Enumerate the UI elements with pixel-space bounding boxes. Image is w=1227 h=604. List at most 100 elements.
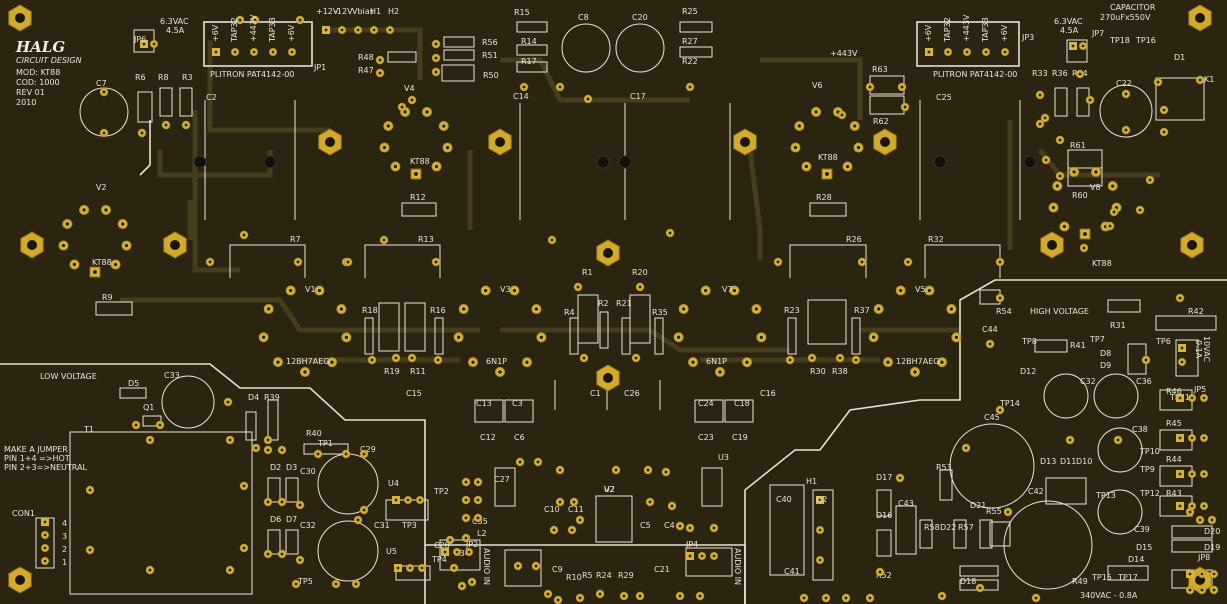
component-label: D12 — [1020, 367, 1036, 376]
component-label: D1 — [1174, 53, 1185, 62]
component-label: U2 — [604, 485, 615, 494]
component-label: D18 — [960, 577, 976, 586]
component-label: C3 — [512, 399, 523, 408]
component-label: R62 — [873, 117, 889, 126]
jp1-pin-label: +6V — [287, 24, 296, 42]
vac10-label: 10VAC — [1202, 336, 1211, 362]
plus443-label: +443V — [830, 49, 858, 58]
component-label: R10 — [566, 573, 582, 582]
component-label: R54 — [996, 307, 1012, 316]
brand-name: HALG — [15, 38, 65, 56]
cod-label: COD: 1000 — [16, 78, 60, 87]
component-label: TP18 — [1109, 36, 1130, 45]
jp1-pin-label: TAP33 — [268, 17, 277, 43]
tube-type: 6N1P — [706, 357, 727, 366]
component-label: R55 — [986, 507, 1002, 516]
component-label: C17 — [630, 92, 646, 101]
component-label: TP12 — [1139, 489, 1160, 498]
component-label: R9 — [102, 293, 113, 302]
con1-pin-label: 1 — [62, 558, 67, 567]
component-label: R13 — [418, 235, 434, 244]
jp3-pin-label: +6V — [924, 24, 933, 42]
component-label: D15 — [1136, 543, 1152, 552]
component-label: C39 — [1134, 525, 1150, 534]
component-label: C8 — [578, 13, 589, 22]
component-label: C18 — [734, 399, 750, 408]
component-label: R23 — [784, 306, 800, 315]
component-label: R51 — [482, 51, 498, 60]
component-label: TP4 — [431, 555, 447, 564]
component-label: R20 — [632, 268, 648, 277]
q2-label: Q2 — [816, 495, 827, 504]
component-label: C25 — [936, 93, 952, 102]
component-label: C40 — [776, 495, 792, 504]
ac-right: 6.3VAC — [1054, 17, 1083, 26]
ac-left: 6.3VAC — [160, 17, 189, 26]
component-label: R15 — [514, 8, 530, 17]
component-label: D9 — [1100, 361, 1111, 370]
component-label: D2 — [270, 463, 281, 472]
component-label: TP15 — [1091, 573, 1112, 582]
component-label: TP1 — [317, 439, 333, 448]
rail-label: -12V — [334, 7, 353, 16]
component-label: R1 — [582, 268, 593, 277]
component-label: C14 — [513, 92, 529, 101]
tube-type: KT88 — [410, 157, 430, 166]
component-label: R44 — [1166, 455, 1182, 464]
tube-label: V8 — [1090, 183, 1101, 192]
component-label: R37 — [854, 306, 870, 315]
component-label: R27 — [682, 37, 698, 46]
jp3-pin-label: TAP32 — [943, 17, 952, 43]
component-label: TP3 — [401, 521, 417, 530]
component-label: D19 — [1204, 543, 1220, 552]
capacitor-note: CAPACITOR — [1110, 3, 1156, 12]
component-label: R16 — [430, 306, 446, 315]
tube-label: V1 — [305, 285, 316, 294]
tube-label: V2 — [96, 183, 107, 192]
component-label: C6 — [514, 433, 525, 442]
con1-pin-label: 3 — [62, 532, 67, 541]
component-label: C45 — [984, 413, 1000, 422]
q1-label: Q1 — [143, 403, 154, 412]
jp1-pin-label: TAP32 — [230, 17, 239, 43]
u2-label: V2 — [604, 485, 615, 494]
component-label: R2 — [598, 299, 609, 308]
tube-type: KT88 — [1092, 259, 1112, 268]
component-label: D11 — [1060, 457, 1076, 466]
component-label: C42 — [1028, 487, 1044, 496]
component-label: R61 — [1070, 141, 1086, 150]
component-label: R56 — [482, 38, 498, 47]
component-label: R31 — [1110, 321, 1126, 330]
component-label: R42 — [1188, 307, 1204, 316]
capacitor-value: 270uFx550V — [1100, 13, 1151, 22]
rail-label: Vbias — [352, 7, 374, 16]
component-label: C19 — [732, 433, 748, 442]
component-label: C21 — [654, 565, 670, 574]
component-label: C5 — [640, 521, 651, 530]
component-label: D17 — [876, 473, 892, 482]
component-label: C16 — [760, 389, 776, 398]
component-label: C29 — [360, 445, 376, 454]
tube-label: V6 — [812, 81, 823, 90]
con1-pin-label: 2 — [62, 545, 67, 554]
component-label: TP8 — [1021, 337, 1037, 346]
component-label: R8 — [158, 73, 169, 82]
silkscreen-text: HALG CIRCUIT DESIGN MOD: KT88 COD: 1000 … — [4, 3, 1214, 600]
jp2-label: JP2 — [465, 540, 478, 549]
brand-sub: CIRCUIT DESIGN — [16, 56, 82, 65]
component-label: D8 — [1100, 349, 1111, 358]
component-label: R14 — [521, 37, 537, 46]
component-label: C32 — [1080, 377, 1096, 386]
component-label: R41 — [1070, 341, 1086, 350]
component-label: TP6 — [1155, 337, 1171, 346]
component-label: R58 — [924, 523, 940, 532]
component-label: C24 — [698, 399, 714, 408]
component-label: C2 — [206, 93, 217, 102]
jp1-label: JP1 — [313, 63, 326, 72]
component-label: R7 — [290, 235, 301, 244]
component-label: C27 — [494, 475, 510, 484]
component-label: R63 — [872, 65, 888, 74]
